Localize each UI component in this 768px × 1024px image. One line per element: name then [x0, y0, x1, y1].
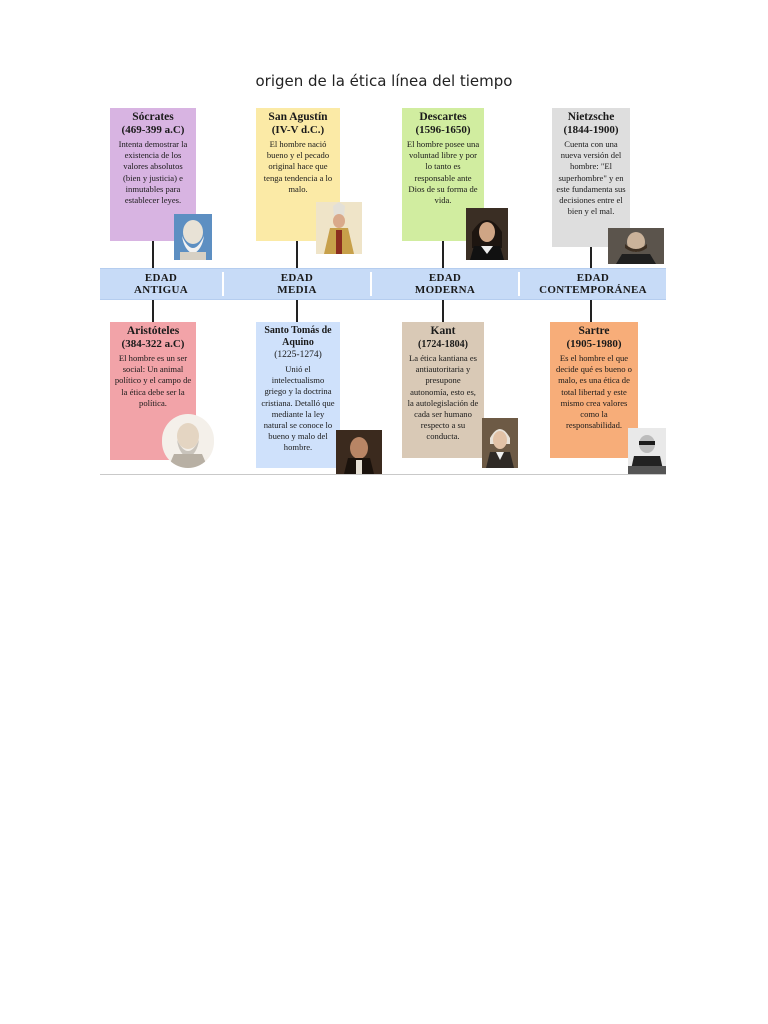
portrait-kant: [482, 418, 518, 468]
philosopher-dates: (384-322 a.C): [121, 338, 185, 350]
card-aquino: Santo Tomás de Aquino (1225-1274) Unió e…: [256, 322, 340, 468]
era-separator: [370, 272, 372, 296]
philosopher-name: Sócrates: [132, 111, 174, 123]
philosopher-name: San Agustín: [268, 111, 328, 123]
stem-agustin: [296, 241, 298, 269]
philosopher-name: Aristóteles: [126, 325, 180, 337]
philosopher-description: Intenta demostrar la existencia de los v…: [118, 139, 188, 206]
portrait-descartes: [466, 208, 508, 260]
portrait-sartre: [628, 428, 666, 474]
portrait-nietzsche: [608, 228, 664, 264]
era-contemporanea: EDAD CONTEMPORÁNEA: [539, 272, 647, 296]
stem-nietzsche: [590, 247, 592, 269]
portrait-aquino: [336, 430, 382, 474]
philosopher-description: El hombre posee una voluntad libre y por…: [406, 139, 480, 206]
portrait-agustin: [316, 202, 362, 254]
stem-aristoteles: [152, 298, 154, 322]
card-nietzsche: Nietzsche (1844-1900) Cuenta con una nue…: [552, 108, 630, 247]
era-separator: [518, 272, 520, 296]
stem-sartre: [590, 298, 592, 322]
era-separator: [222, 272, 224, 296]
card-agustin: San Agustín (IV-V d.C.) El hombre nació …: [256, 108, 340, 241]
philosopher-name: Descartes: [419, 111, 467, 123]
philosopher-dates: (IV-V d.C.): [271, 124, 325, 136]
ethics-timeline: EDAD ANTIGUA EDAD MEDIA EDAD MODERNA EDA…: [100, 108, 666, 475]
philosopher-dates: (1724-1804): [418, 339, 468, 350]
philosopher-description: El hombre nació bueno y el pecado origin…: [263, 139, 333, 194]
philosopher-dates: (1844-1900): [563, 124, 619, 136]
portrait-socrates: [174, 214, 212, 260]
philosopher-description: Cuenta con una nueva versión del hombre:…: [556, 139, 626, 217]
card-sartre: Sartre (1905-1980) Es el hombre el que d…: [550, 322, 638, 458]
philosopher-name: Kant: [430, 325, 456, 337]
philosopher-dates: (1905-1980): [566, 338, 622, 350]
philosopher-name: Nietzsche: [567, 111, 615, 123]
stem-descartes: [442, 241, 444, 269]
era-antigua: EDAD ANTIGUA: [133, 272, 189, 296]
philosopher-description: El hombre es un ser social: Un animal po…: [114, 353, 192, 408]
philosopher-description: La ética kantiana es antiautoritaria y p…: [407, 353, 479, 442]
philosopher-dates: (1225-1274): [274, 350, 322, 360]
card-kant: Kant (1724-1804) La ética kantiana es an…: [402, 322, 484, 458]
philosopher-dates: (1596-1650): [415, 124, 471, 136]
philosopher-name: Sartre: [578, 325, 610, 337]
era-bar: EDAD ANTIGUA EDAD MEDIA EDAD MODERNA EDA…: [100, 268, 666, 300]
page-title: origen de la ética línea del tiempo: [255, 72, 513, 90]
philosopher-dates: (469-399 a.C): [121, 124, 185, 136]
era-media: EDAD MEDIA: [277, 272, 317, 296]
philosopher-description: Es el hombre el que decide qué es bueno …: [556, 353, 632, 431]
stem-kant: [442, 298, 444, 322]
stem-aquino: [296, 298, 298, 322]
stem-socrates: [152, 241, 154, 269]
philosopher-name: Santo Tomás de Aquino: [264, 325, 332, 348]
era-moderna: EDAD MODERNA: [414, 272, 476, 296]
philosopher-description: Unió el intelectualismo griego y la doct…: [261, 364, 335, 453]
portrait-aristoteles: [162, 414, 214, 468]
